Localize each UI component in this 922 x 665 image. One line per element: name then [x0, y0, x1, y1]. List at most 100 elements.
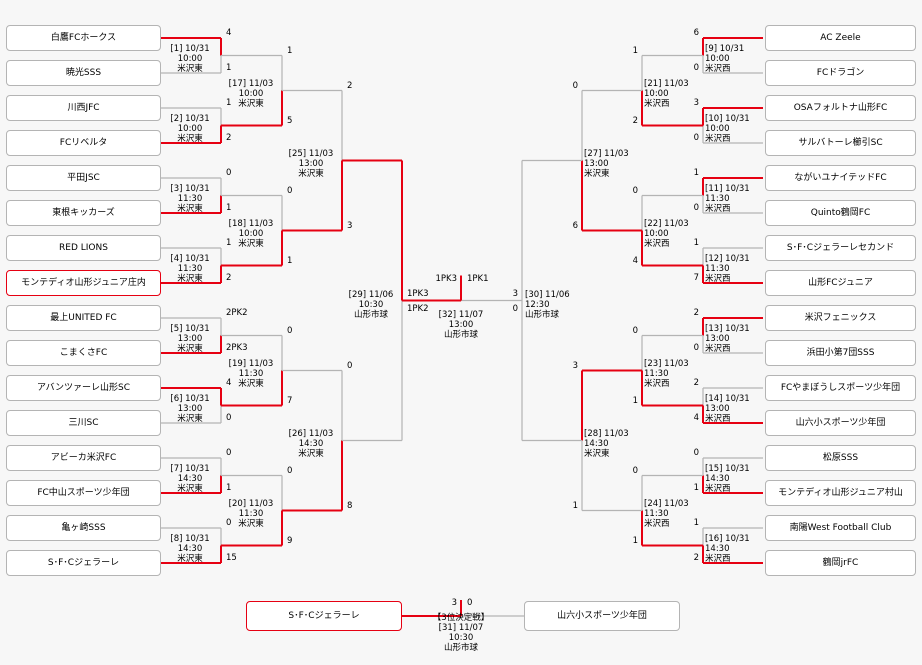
match-id-row: [6] 10/31 — [159, 394, 221, 404]
match-venue: 米沢西 — [705, 133, 731, 144]
match-number: [18] — [228, 218, 247, 229]
match-id-row: [27] 11/03 — [584, 149, 646, 159]
team-box: 浜田小第7団SSS — [765, 340, 916, 366]
match-id-row: [23] 11/03 — [644, 359, 706, 369]
match-date: 10/31 — [725, 183, 750, 194]
match-date: 11/06 — [545, 289, 570, 300]
match-venue: 米沢東 — [238, 98, 264, 109]
team-box: 暁光SSS — [6, 60, 161, 86]
match-number: [17] — [228, 78, 247, 89]
match-date: 11/03 — [248, 498, 274, 509]
match-time: 10:00 — [238, 228, 264, 239]
match-venue: 米沢西 — [644, 238, 670, 249]
match-time: 14:30 — [705, 543, 730, 554]
score-bottom: 0 — [693, 63, 699, 73]
match-date: 10/31 — [185, 113, 210, 124]
score-bottom: 1 — [226, 63, 232, 73]
match-number: [11] — [705, 183, 723, 194]
match-venue: 米沢西 — [705, 483, 731, 494]
score-top: 4 — [226, 378, 232, 388]
match-venue: 米沢東 — [177, 343, 203, 354]
match-time: 11:30 — [705, 263, 730, 274]
match-number: [16] — [705, 533, 723, 544]
match-date: 10/31 — [185, 533, 210, 544]
match-id-row: [11] 10/31 — [705, 184, 767, 194]
match-date: 11/03 — [308, 148, 334, 159]
score-bottom: 1 — [226, 483, 232, 493]
team-box: ながいユナイテッドFC — [765, 165, 916, 191]
match-id-row: [16] 10/31 — [705, 534, 767, 544]
match-date: 10/31 — [725, 533, 750, 544]
team-box: FCリベルタ — [6, 130, 161, 156]
team-box: 最上UNITED FC — [6, 305, 161, 331]
match-time: 13:00 — [177, 333, 203, 344]
match-number: [2] — [170, 113, 183, 124]
score-bottom: 7 — [693, 273, 699, 283]
match-venue: 米沢東 — [177, 413, 203, 424]
score-bottom: 2PK3 — [226, 343, 248, 353]
score-bottom: 1 — [226, 203, 232, 213]
score-bottom: 2 — [226, 133, 232, 143]
match-number: [7] — [170, 463, 183, 474]
match-id-row: [20] 11/03 — [220, 499, 282, 509]
third-place-team-left: S･F･Cジェラーレ — [246, 601, 402, 631]
score-top: 0 — [287, 465, 293, 476]
match-time: 13:00 — [298, 158, 324, 169]
team-box: 白鷹FCホークス — [6, 25, 161, 51]
match-date: 10/31 — [185, 323, 210, 334]
match-number: [31] — [438, 623, 457, 633]
team-box: RED LIONS — [6, 235, 161, 261]
team-box: FCやまぼうしスポーツ少年団 — [765, 375, 916, 401]
match-number: [30] — [525, 289, 543, 300]
score-bottom: 6 — [572, 220, 578, 231]
team-box: 川西JFC — [6, 95, 161, 121]
match-time: 10:00 — [705, 53, 730, 64]
match-venue: 山形市球 — [443, 329, 478, 340]
match-time: 11:30 — [238, 508, 264, 519]
match-date: 11/03 — [664, 358, 689, 369]
match-date: 10/31 — [719, 43, 745, 54]
score-bottom: 0 — [512, 303, 518, 314]
score-top: 2 — [693, 308, 699, 318]
match-time: 13:00 — [705, 333, 730, 344]
match-time: 10:00 — [644, 228, 669, 239]
score-top: 3 — [693, 98, 699, 108]
match-time: 11:30 — [644, 508, 669, 519]
match-id-row: [19] 11/03 — [220, 359, 282, 369]
match-number: [14] — [705, 393, 723, 404]
match-venue: 米沢西 — [705, 413, 731, 424]
third-place-team-right: 山六小スポーツ少年団 — [524, 601, 680, 631]
match-date: 11/03 — [248, 78, 274, 89]
match-time: 14:30 — [177, 473, 203, 484]
score-top: 0 — [632, 465, 638, 476]
team-box: 平田JSC — [6, 165, 161, 191]
match-date: 11/03 — [664, 78, 689, 89]
match-date: 11/03 — [248, 218, 274, 229]
match-time: 13:00 — [705, 403, 730, 414]
score-top: 1 — [693, 168, 699, 178]
match-number: [22] — [644, 218, 662, 229]
score-top: 1 — [226, 98, 232, 108]
match-number: [21] — [644, 78, 662, 89]
team-box: サルバトーレ櫛引SC — [765, 130, 916, 156]
match-number: [29] — [348, 289, 367, 300]
match-venue: 米沢東 — [584, 448, 610, 459]
match-id-row: [4] 10/31 — [159, 254, 221, 264]
score-top: 0 — [287, 185, 293, 196]
match-time: 13:00 — [177, 403, 203, 414]
match-venue: 米沢東 — [177, 553, 203, 564]
match-number: [20] — [228, 498, 247, 509]
match-venue: 米沢西 — [705, 343, 731, 354]
match-venue: 米沢東 — [238, 378, 264, 389]
